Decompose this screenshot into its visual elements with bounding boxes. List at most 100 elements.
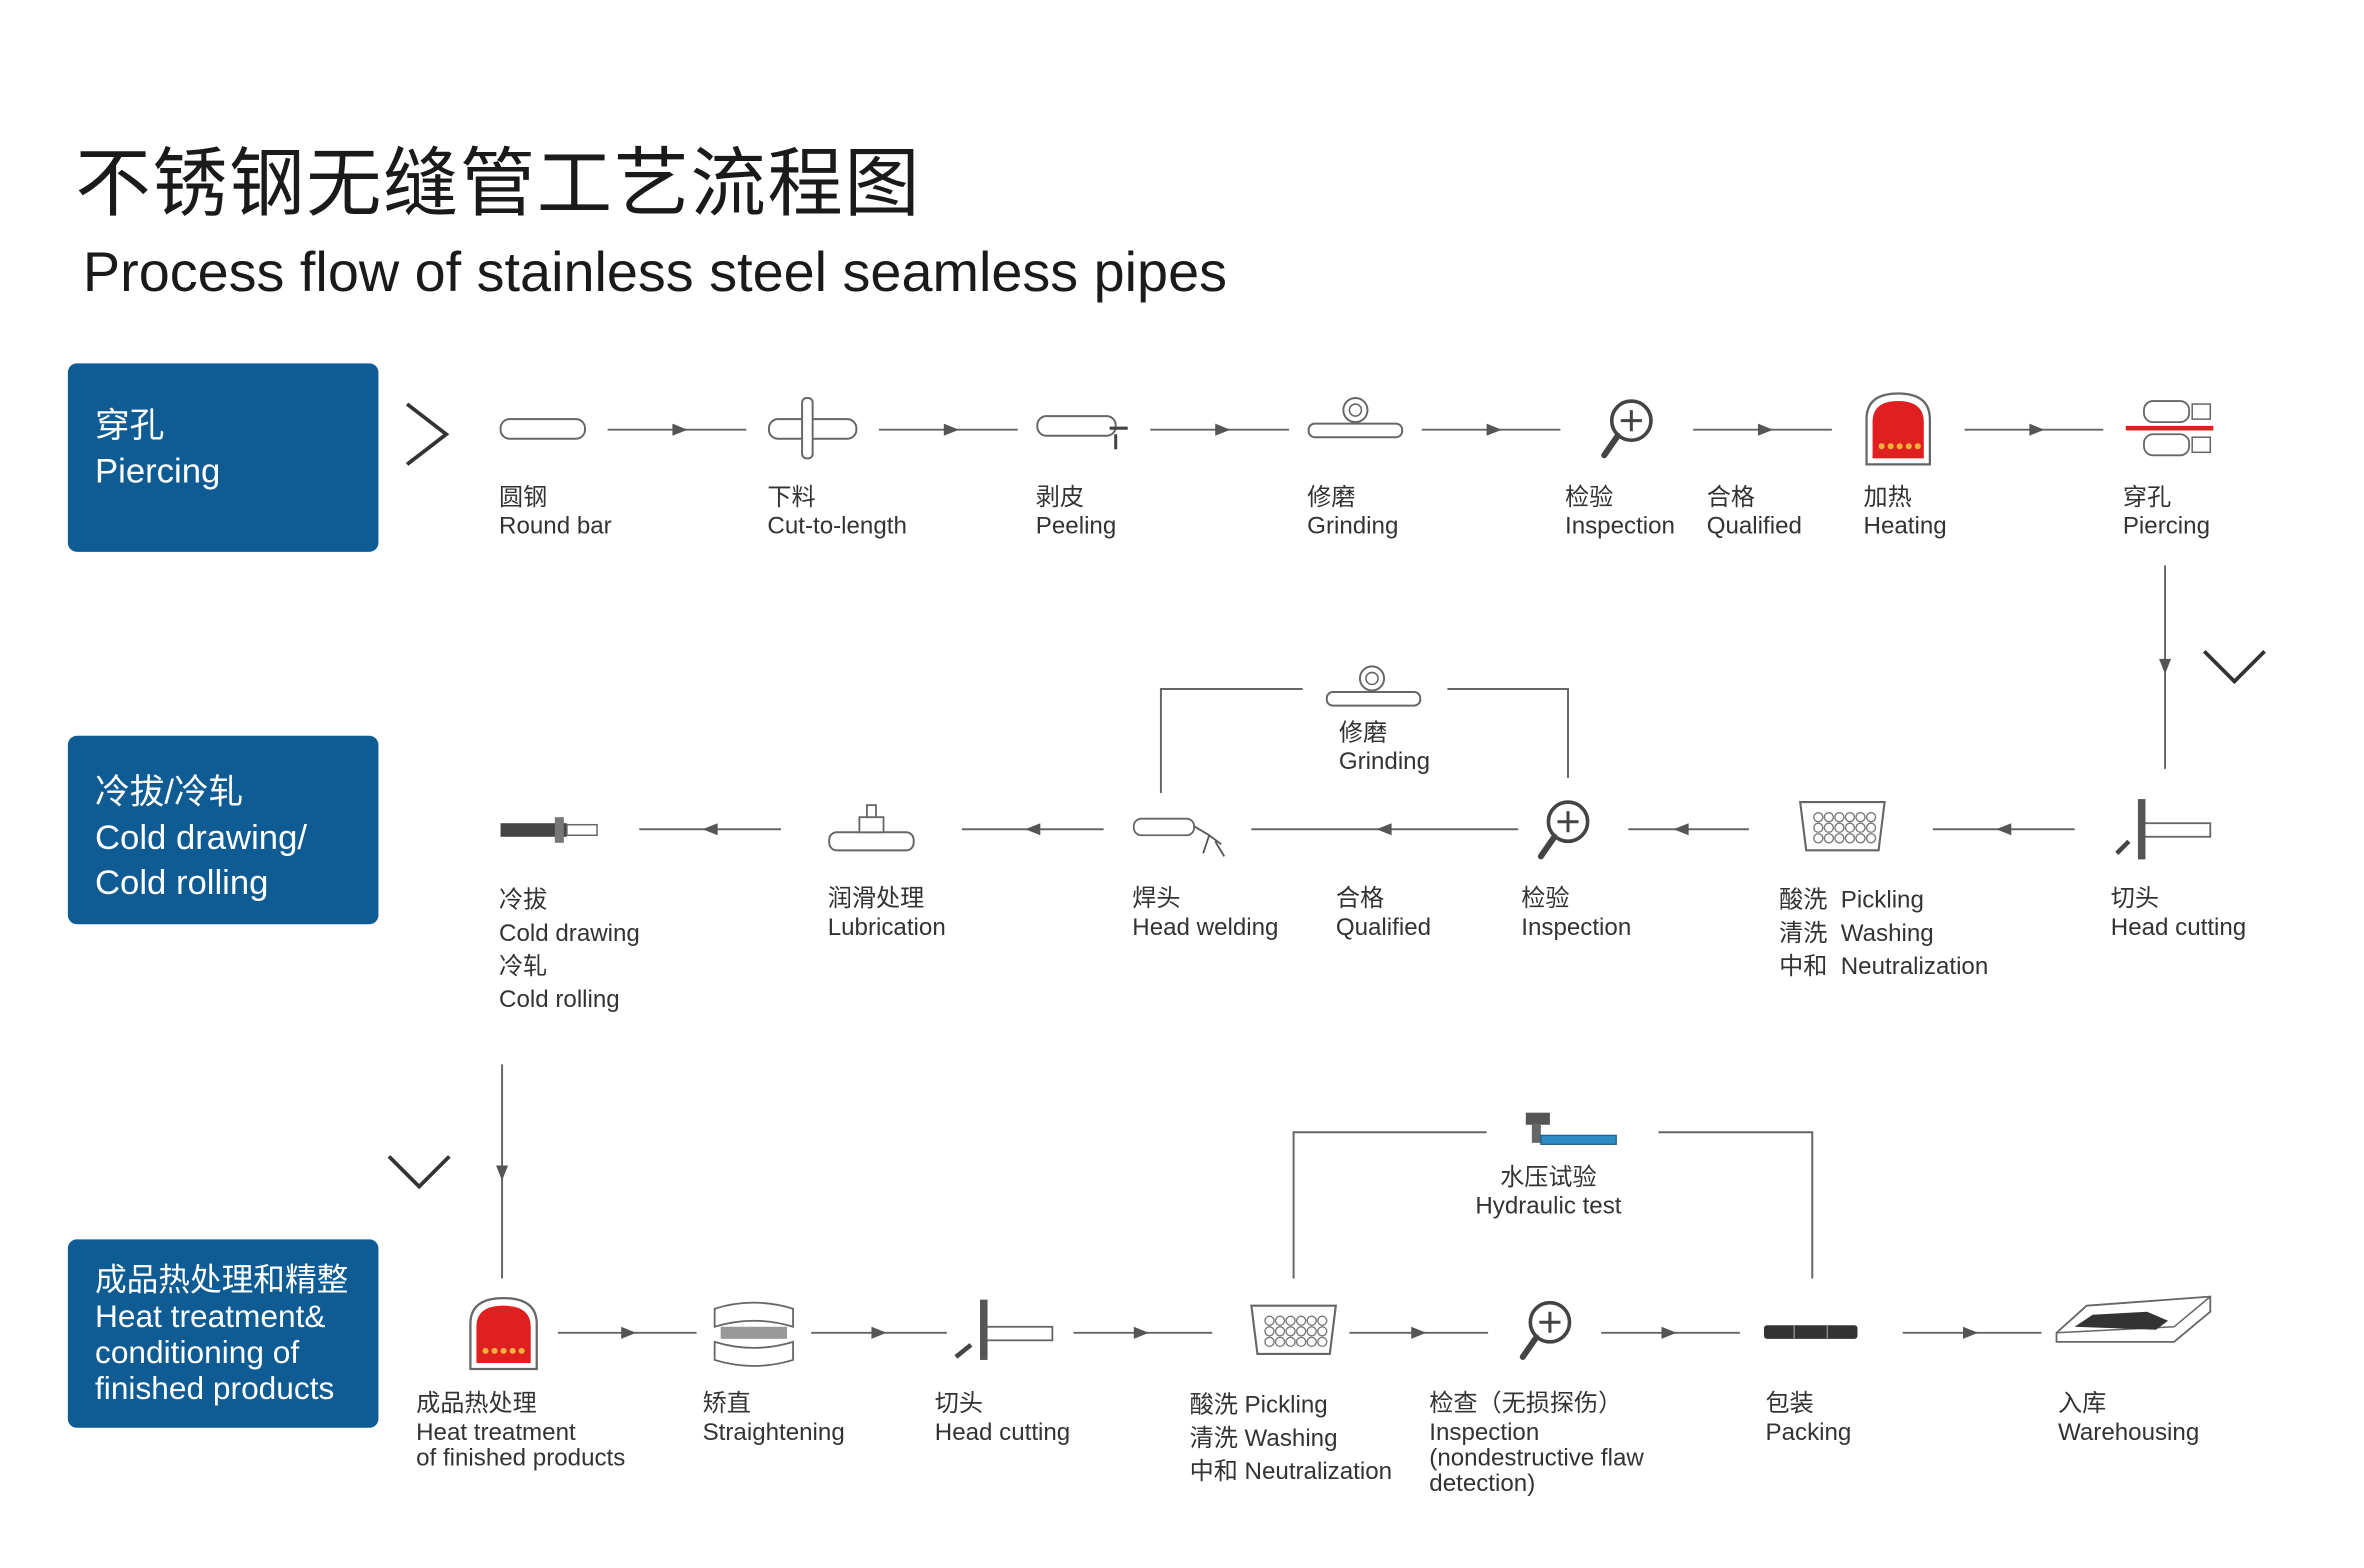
step-label-cn: 下料 bbox=[767, 485, 816, 512]
step-label-qualified: 合格 Qualified bbox=[1336, 885, 1431, 942]
step-label-en: Washing bbox=[1840, 921, 1934, 947]
step-label-inspection: 检验 Inspection bbox=[1565, 484, 1675, 541]
head-cutting-icon bbox=[954, 1299, 1054, 1360]
hydraulic-loop-line bbox=[1658, 1131, 1814, 1279]
flow-arrow bbox=[1025, 823, 1041, 836]
page-title-cn: 不锈钢无缝管工艺流程图 bbox=[75, 140, 922, 228]
step-label-en: Warehousing bbox=[2058, 1420, 2200, 1446]
stage-label-en: conditioning of bbox=[94, 1335, 300, 1371]
step-label-en: Cold rolling bbox=[499, 987, 620, 1014]
flow-arrow bbox=[496, 1165, 509, 1181]
flow-arrow bbox=[871, 1326, 887, 1339]
step-label-en: Cut-to-length bbox=[767, 514, 907, 540]
step-label-cn: 酸洗 bbox=[1779, 888, 1828, 914]
step-label-cn: 清洗 bbox=[1189, 1426, 1238, 1452]
step-label-cn: 矫直 bbox=[702, 1391, 751, 1418]
step-label-en: Pickling bbox=[1244, 1393, 1328, 1419]
step-label-cn: 切头 bbox=[2110, 886, 2160, 913]
step-label-heat-treatment: 成品热处理 Heat treatment of finished product… bbox=[416, 1390, 625, 1472]
step-label-packing: 包装 Packing bbox=[1766, 1390, 1852, 1447]
step-label-cn: 修磨 bbox=[1307, 485, 1356, 512]
step-label-en: Inspection bbox=[1564, 514, 1675, 540]
step-label-en: Grinding bbox=[1338, 749, 1431, 775]
step-label-straightening: 矫直 Straightening bbox=[703, 1390, 845, 1447]
step-label-cn: 入库 bbox=[2058, 1391, 2107, 1418]
step-label-head-cutting: 切头 Head cutting bbox=[935, 1390, 1070, 1447]
step-label-line: 中和 Neutralization bbox=[1190, 1456, 1392, 1489]
step-label-en: Head cutting bbox=[934, 1420, 1071, 1446]
step-label-peeling: 剥皮 Peeling bbox=[1036, 484, 1116, 541]
head-welding-icon bbox=[1132, 817, 1226, 857]
stage-box-cold-drawing: 冷拔/冷轧 Cold drawing/ Cold rolling bbox=[67, 735, 379, 925]
step-label-grinding-loop: 修磨 Grinding bbox=[1339, 719, 1430, 776]
heat-treatment-furnace-icon bbox=[469, 1296, 538, 1371]
step-label-qualified: 合格 Qualified bbox=[1707, 484, 1802, 541]
grinding-icon bbox=[1307, 397, 1404, 439]
step-label-line: 中和 Neutralization bbox=[1779, 951, 1988, 984]
step-label-en: Peeling bbox=[1035, 514, 1117, 540]
step-label-cold-drawing: 冷拔 Cold drawing 冷轧 Cold rolling bbox=[499, 885, 640, 1018]
step-label-hydraulic-test: 水压试验 Hydraulic test bbox=[1470, 1164, 1627, 1221]
flow-arrow bbox=[1215, 423, 1231, 436]
round-bar-icon bbox=[499, 418, 586, 440]
step-label-en: Cold drawing bbox=[499, 921, 640, 947]
cut-to-length-icon bbox=[767, 397, 858, 460]
step-label-pickling: 酸洗 Pickling 清洗 Washing 中和 Neutralization bbox=[1779, 885, 1988, 985]
step-label-ndt-inspection: 检查（无损探伤） Inspection (nondestructive flaw… bbox=[1429, 1390, 1644, 1498]
step-label-cn: 冷拔 bbox=[499, 888, 548, 914]
flow-arrow bbox=[1757, 423, 1774, 436]
step-label-cn: 中和 bbox=[1779, 954, 1828, 981]
pickling-tank-icon bbox=[1250, 1304, 1338, 1355]
stage-label-en: Cold drawing/ bbox=[94, 817, 308, 857]
step-label-pickling: 酸洗 Pickling 清洗 Washing 中和 Neutralization bbox=[1190, 1390, 1392, 1490]
step-label-cn: 中和 bbox=[1189, 1459, 1238, 1486]
stage-label-cn: 冷拔/冷轧 bbox=[94, 771, 244, 812]
inspection-icon bbox=[1601, 399, 1653, 459]
step-label-cn: 检验 bbox=[1564, 485, 1614, 512]
step-label-line: 清洗 Washing bbox=[1779, 918, 1988, 951]
step-label-en: Neutralization bbox=[1244, 1459, 1393, 1486]
flow-arrow bbox=[1486, 423, 1502, 436]
flow-arrow bbox=[672, 423, 688, 436]
step-label-en: Heating bbox=[1863, 514, 1947, 540]
step-label-en: Packing bbox=[1765, 1420, 1852, 1446]
flow-arrow bbox=[2029, 423, 2045, 436]
stage-label-cn: 穿孔 bbox=[94, 405, 165, 445]
step-label-cn: 冷轧 bbox=[499, 954, 548, 981]
step-label-cn: 圆钢 bbox=[499, 485, 548, 512]
hydraulic-loop-line bbox=[1292, 1131, 1487, 1279]
inspection-icon bbox=[1537, 800, 1590, 860]
step-label-en: Grinding bbox=[1307, 514, 1399, 540]
ndt-inspection-icon bbox=[1519, 1300, 1572, 1360]
stage-label-en: finished products bbox=[94, 1372, 335, 1407]
step-label-cn: 剥皮 bbox=[1035, 485, 1085, 512]
lubrication-icon bbox=[828, 804, 915, 852]
step-label-en: Inspection bbox=[1521, 915, 1632, 941]
step-label-cn: 合格 bbox=[1335, 886, 1385, 913]
step-label-line: 清洗 Washing bbox=[1190, 1423, 1392, 1456]
flow-arrow bbox=[1376, 823, 1392, 836]
step-label-en: Lubrication bbox=[827, 915, 946, 941]
stage-box-heat-treatment: 成品热处理和精整 Heat treatment& conditioning of… bbox=[67, 1239, 379, 1428]
step-label-head-welding: 焊头 Head welding bbox=[1132, 885, 1278, 942]
step-label-warehousing: 入库 Warehousing bbox=[2058, 1390, 2199, 1447]
grinding-loop-line bbox=[1447, 688, 1569, 778]
stage-box-piercing: 穿孔 Piercing bbox=[67, 363, 379, 552]
warehouse-icon bbox=[2055, 1295, 2212, 1343]
stage-label-en: Cold rolling bbox=[94, 862, 269, 902]
stage-arrow-icon bbox=[405, 402, 450, 466]
step-label-cn: 清洗 bbox=[1779, 921, 1828, 947]
step-label-cn: 焊头 bbox=[1132, 886, 1181, 913]
step-label-line: 酸洗 Pickling bbox=[1190, 1390, 1392, 1423]
stage-label-cn: 成品热处理和精整 bbox=[94, 1263, 349, 1299]
step-label-en: Straightening bbox=[702, 1420, 845, 1446]
step-label-inspection: 检验 Inspection bbox=[1521, 885, 1631, 942]
heating-furnace-icon bbox=[1865, 392, 1931, 466]
step-label-en: Heat treatment bbox=[416, 1420, 576, 1446]
stage-label-en: Heat treatment& bbox=[94, 1299, 326, 1335]
head-cutting-icon bbox=[2115, 799, 2212, 860]
flow-arrow bbox=[1133, 1326, 1149, 1339]
step-label-en: Head welding bbox=[1132, 915, 1279, 941]
